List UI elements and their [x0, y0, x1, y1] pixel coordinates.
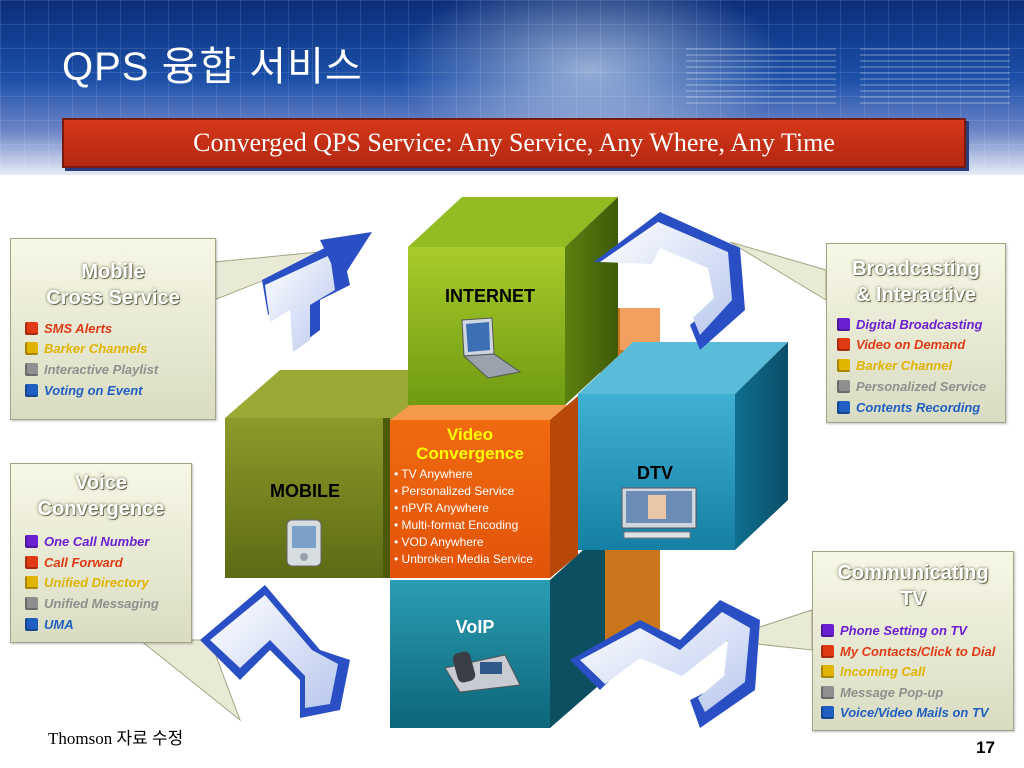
- list-item: Video on Demand: [837, 337, 965, 352]
- purple-cube-icon: [821, 624, 834, 637]
- dtv-cube-side: [735, 342, 788, 550]
- voip-label: VoIP: [455, 617, 495, 637]
- list-item: SMS Alerts: [25, 321, 112, 336]
- list-item: Unbroken Media Service: [394, 551, 533, 568]
- banner-code-texture: [686, 48, 836, 108]
- list-item: One Call Number: [25, 534, 149, 549]
- purple-cube-icon: [25, 535, 38, 548]
- internet-cube-side: [565, 197, 618, 405]
- list-item: My Contacts/Click to Dial: [821, 644, 995, 659]
- video-convergence-list: TV Anywhere Personalized Service nPVR An…: [394, 466, 533, 568]
- back-column-top: [620, 308, 660, 350]
- list-item: Multi-format Encoding: [394, 517, 533, 534]
- callout-title: Mobile Cross Service: [46, 261, 180, 309]
- arrow-bottom-right-icon: [570, 600, 760, 728]
- red-cube-icon: [837, 338, 850, 351]
- desk-phone-icon: [444, 651, 521, 693]
- list-item: UMA: [25, 617, 74, 632]
- mobile-cross-service-callout: Mobile Cross Service SMS Alerts Barker C…: [10, 238, 216, 420]
- gray-cube-icon: [25, 363, 38, 376]
- yellow-cube-icon: [821, 665, 834, 678]
- red-cube-icon: [25, 322, 38, 335]
- mobile-cube-edge: [383, 418, 390, 578]
- dtv-cube-top: [578, 342, 788, 394]
- mobile-label: MOBILE: [270, 481, 340, 501]
- blue-cube-icon: [821, 706, 834, 719]
- internet-label: INTERNET: [445, 286, 535, 306]
- tv-icon: [621, 487, 697, 539]
- list-item: Personalized Service: [837, 379, 986, 394]
- communicating-tv-callout: Communicating TV Phone Setting on TV My …: [812, 551, 1014, 731]
- arrow-bottom-left-icon: [200, 585, 350, 718]
- arrow-top-left-icon: [262, 232, 372, 352]
- page-title: QPS 융합 서비스: [62, 45, 363, 89]
- list-item: TV Anywhere: [394, 466, 533, 483]
- list-item: Incoming Call: [821, 664, 925, 679]
- list-item: Interactive Playlist: [25, 362, 158, 377]
- subtitle-text: Converged QPS Service: Any Service, Any …: [193, 128, 835, 157]
- subtitle-bar: Converged QPS Service: Any Service, Any …: [62, 118, 966, 168]
- list-item: Call Forward: [25, 555, 123, 570]
- yellow-cube-icon: [25, 576, 38, 589]
- red-cube-icon: [821, 645, 834, 658]
- source-note: Thomson 자료 수정: [48, 729, 184, 748]
- header-banner: [0, 0, 1024, 175]
- banner-code-texture: [860, 48, 1010, 108]
- internet-cube-top: [408, 197, 618, 247]
- list-item: VOD Anywhere: [394, 534, 533, 551]
- voice-convergence-callout: Voice Convergence One Call Number Call F…: [10, 463, 192, 643]
- laptop-icon: [461, 317, 522, 379]
- voip-cube-front: [390, 580, 550, 728]
- yellow-cube-icon: [837, 359, 850, 372]
- list-item: nPVR Anywhere: [394, 500, 533, 517]
- purple-cube-icon: [837, 318, 850, 331]
- video-cube-side: [550, 396, 578, 578]
- gray-cube-icon: [821, 686, 834, 699]
- list-item: Barker Channel: [837, 358, 952, 373]
- list-item: Voting on Event: [25, 383, 142, 398]
- list-item: Digital Broadcasting: [837, 317, 982, 332]
- blue-cube-icon: [837, 401, 850, 414]
- list-item: Message Pop-up: [821, 685, 943, 700]
- red-cube-icon: [25, 556, 38, 569]
- list-item: Unified Messaging: [25, 596, 159, 611]
- list-item: Personalized Service: [394, 483, 533, 500]
- list-item: Phone Setting on TV: [821, 623, 967, 638]
- gray-cube-icon: [837, 380, 850, 393]
- gray-cube-icon: [25, 597, 38, 610]
- list-item: Voice/Video Mails on TV: [821, 705, 989, 720]
- broadcasting-interactive-callout: Broadcasting & Interactive Digital Broad…: [826, 243, 1006, 423]
- callout-title: Broadcasting & Interactive: [852, 258, 980, 306]
- callout-title: Communicating TV: [837, 562, 989, 610]
- arrow-top-right-icon: [594, 212, 745, 350]
- blue-cube-icon: [25, 384, 38, 397]
- video-cube-top: [390, 405, 570, 420]
- broadcast-callout-pointer: [729, 241, 827, 301]
- callout-title: Voice Convergence: [37, 472, 165, 520]
- video-convergence-title: Video Convergence: [416, 425, 524, 463]
- list-item: Barker Channels: [25, 341, 147, 356]
- yellow-cube-icon: [25, 342, 38, 355]
- list-item: Unified Directory: [25, 575, 149, 590]
- page-number: 17: [976, 738, 995, 757]
- dtv-label: DTV: [637, 463, 673, 483]
- pda-icon: [286, 519, 322, 567]
- blue-cube-icon: [25, 618, 38, 631]
- list-item: Contents Recording: [837, 400, 980, 415]
